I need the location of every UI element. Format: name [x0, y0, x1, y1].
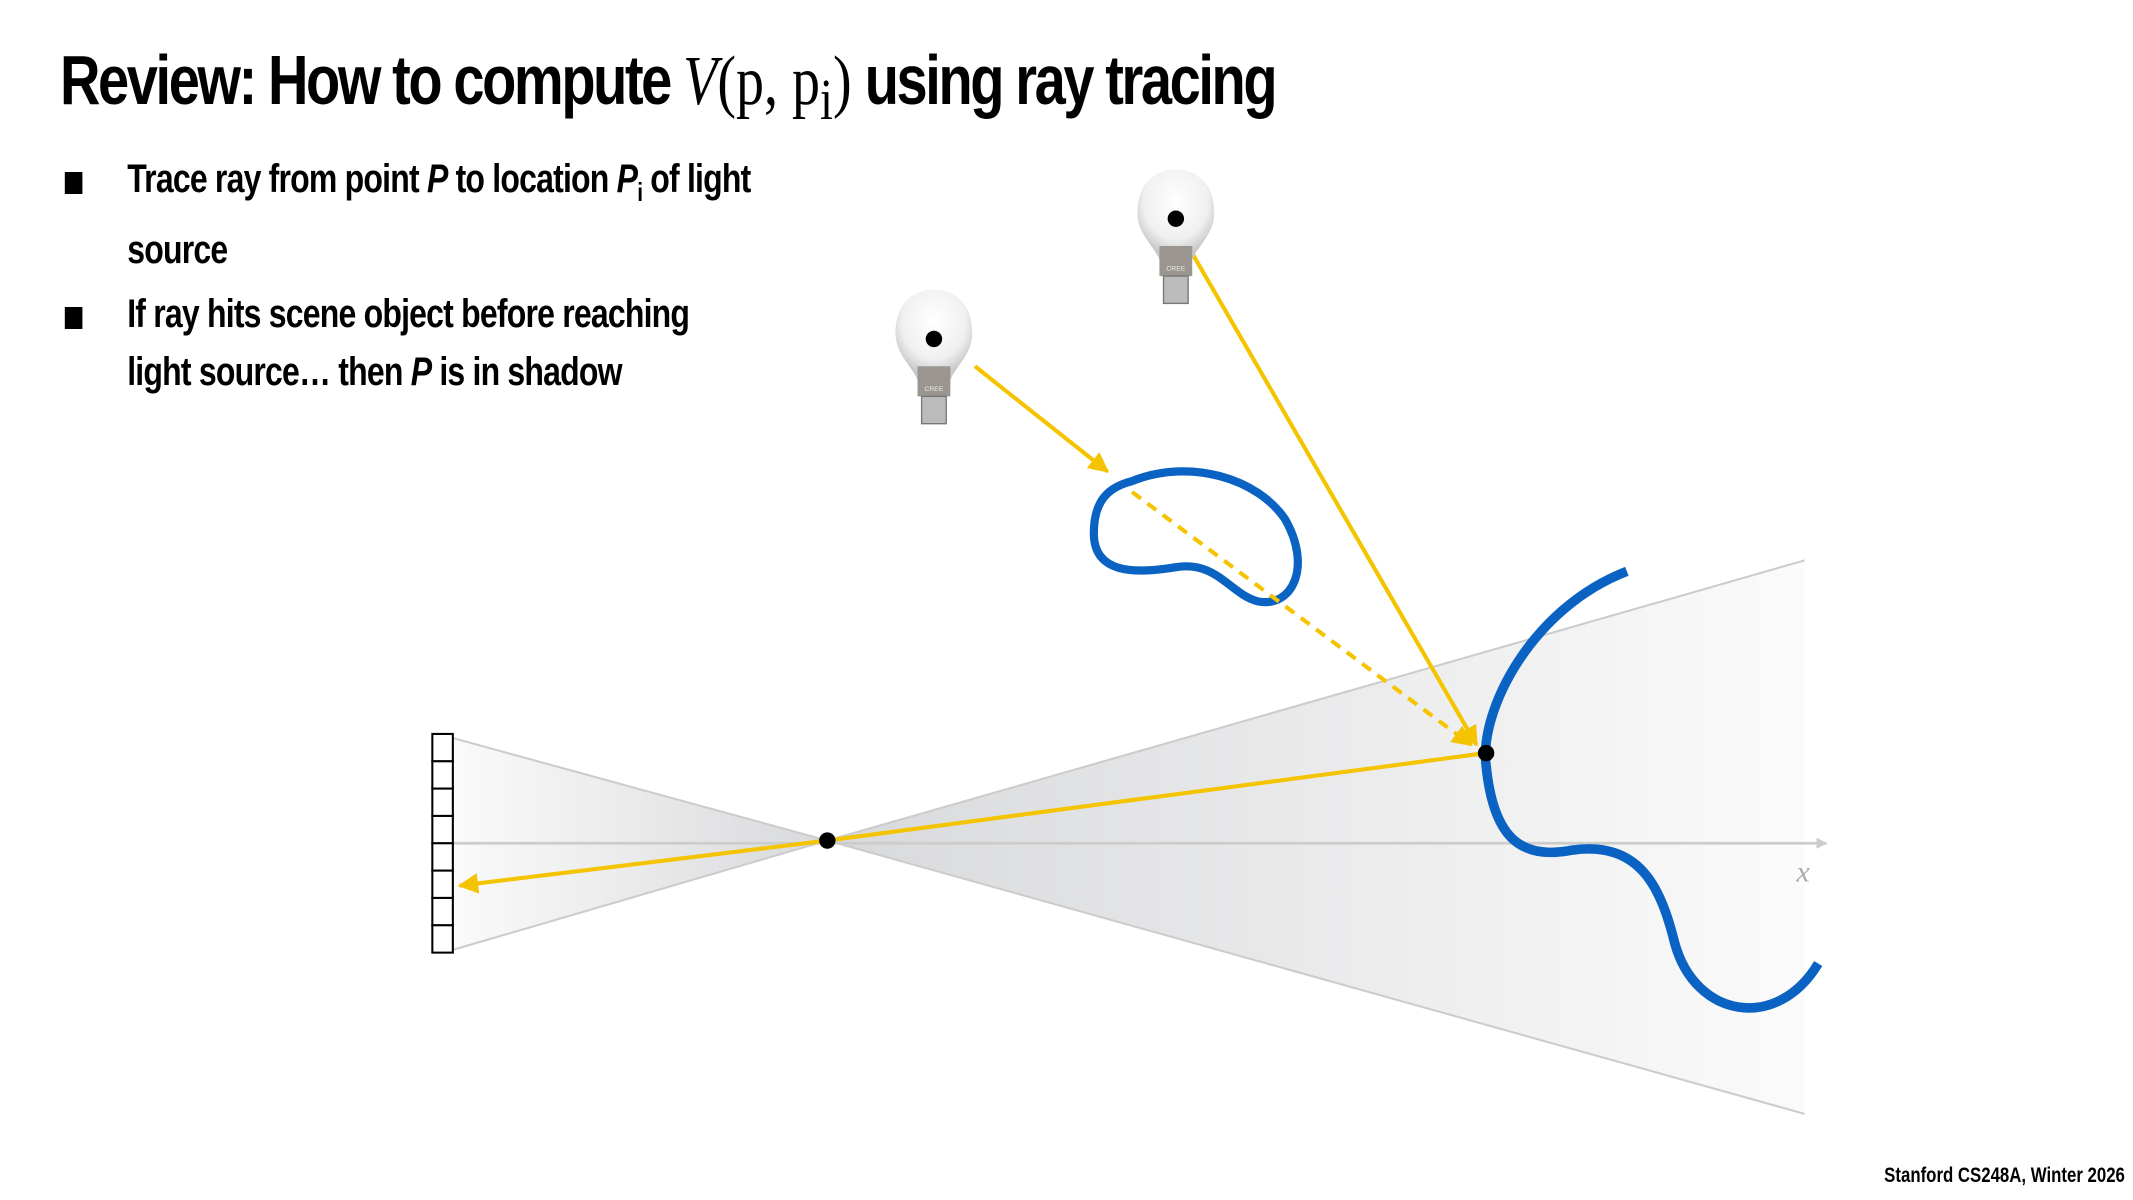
math-args: (p, p [717, 43, 820, 120]
bullet-item: Trace ray from point P to location Pi of… [60, 150, 847, 279]
occluder-blob [1089, 467, 1302, 607]
light-bulb-icon: CREE [895, 289, 973, 425]
surface-curve [1480, 566, 1823, 1013]
shadow-ray-visible [1182, 238, 1479, 747]
text: If ray hits scene object before reaching… [127, 292, 690, 394]
footer-credit: Stanford CS248A, Winter 2026 [1884, 1164, 2125, 1187]
math-close: ) [832, 43, 852, 120]
camera-ray [827, 751, 1487, 843]
frustum-front [827, 560, 1805, 1114]
shadow-ray-dashed [1130, 490, 1473, 747]
bulb-brand: CREE [924, 386, 943, 393]
image-sensor [431, 732, 454, 954]
text: P [616, 157, 638, 201]
math-sub: i [819, 67, 833, 132]
text: i [637, 177, 643, 207]
surface-point-p [1477, 744, 1495, 762]
bullet-item: If ray hits scene object before reaching… [60, 285, 735, 401]
text: P [426, 157, 448, 201]
text: Trace ray from point [127, 157, 427, 201]
bullet-list: Trace ray from point P to location Pi of… [60, 150, 847, 401]
light-bulb-icon: CREE [1137, 169, 1215, 305]
shadow-ray-occluded [973, 364, 1110, 474]
slide-title: Review: How to compute V(p, pi) using ra… [60, 40, 1278, 133]
bulb-brand: CREE [1166, 266, 1185, 273]
x-axis-label: x [1795, 855, 1810, 889]
text: P [410, 350, 432, 394]
text: is in shadow [431, 350, 622, 394]
bullet-square-icon [64, 172, 83, 194]
text: of light source [127, 157, 751, 272]
title-suffix: using ray tracing [851, 41, 1278, 119]
bullet-square-icon [64, 307, 83, 329]
text: to location [447, 157, 617, 201]
pinhole-point [819, 832, 836, 849]
math-fn: V [683, 43, 718, 120]
camera-ray-to-sensor [457, 838, 828, 894]
title-prefix: Review: How to compute [60, 41, 684, 119]
title-math: V(p, pi) [683, 43, 852, 132]
